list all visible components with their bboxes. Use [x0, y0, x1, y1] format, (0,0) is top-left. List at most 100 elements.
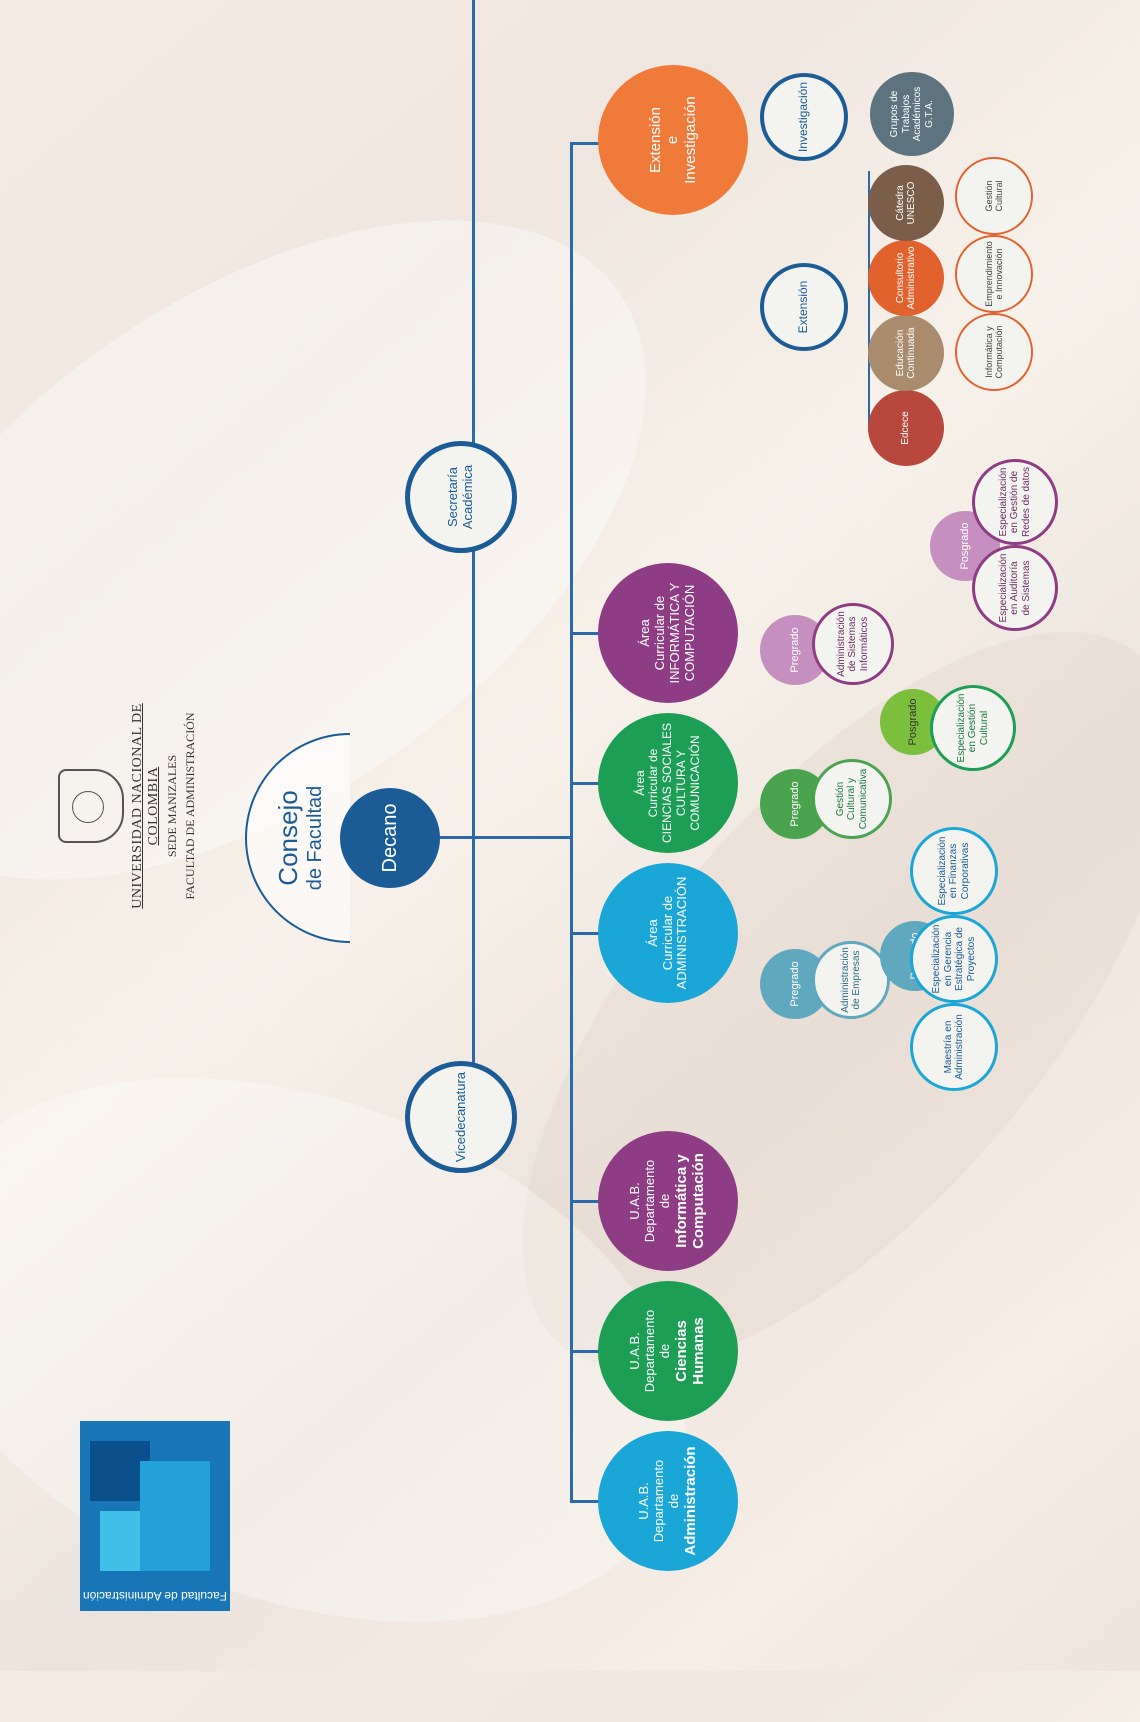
- program-label: Administración: [840, 947, 852, 1013]
- line-area3: [570, 632, 600, 635]
- area-label: COMUNICACIÓN: [689, 735, 703, 830]
- posgrado-label: Posgrado: [959, 522, 972, 569]
- area-label: ADMINISTRACIÓN: [675, 877, 690, 990]
- uab-informatica: U.A.B. Departamento de Informática y Com…: [598, 1131, 738, 1271]
- line-main-bus: [570, 143, 573, 1503]
- area-label: Área: [638, 619, 653, 646]
- ic-esp-redes: Especialización en Gestión de Redes de d…: [972, 459, 1058, 545]
- ext-sub-label: Computación: [994, 325, 1004, 378]
- secretaria-line1: Secretaría: [446, 467, 461, 527]
- extension-investigacion-node: Extensión e Investigación: [598, 65, 748, 215]
- program-label: en Gerencia: [943, 932, 955, 986]
- ext-unit-label: Consultorio: [895, 253, 907, 304]
- pregrado-label: Pregrado: [789, 627, 802, 672]
- ext-sub-informatica: Informática y Computación: [955, 313, 1033, 391]
- investigacion-label: Investigación: [797, 82, 811, 152]
- ext-inv-label: e: [664, 136, 681, 144]
- area-informatica: Área Curricular de INFORMÁTICA Y COMPUTA…: [598, 563, 738, 703]
- ext-unit-label: Continuada: [906, 327, 918, 378]
- vicedecanatura-node: Vicedecanatura: [405, 1061, 517, 1173]
- line-staff: [472, 0, 475, 1111]
- consejo-de-facultad: Consejo de Facultad: [245, 733, 350, 943]
- ext-unit-label: UNESCO: [906, 182, 918, 225]
- pregrado-label: Pregrado: [789, 961, 802, 1006]
- uab-label: Ciencias: [673, 1320, 690, 1382]
- ext-unit-catedra: Cátedra UNESCO: [868, 165, 944, 241]
- consejo-line1: Consejo: [273, 735, 304, 941]
- ext-sub-emprendimiento: Emprendimiento e Innovación: [955, 235, 1033, 313]
- program-label: de Sistemas: [847, 616, 859, 671]
- ext-sub-label: e Innovación: [994, 248, 1004, 299]
- program-label: Especialización: [956, 694, 968, 763]
- program-label: Cultural: [979, 711, 991, 745]
- admin-pregrado-program: Administración de Empresas: [812, 941, 890, 1019]
- uab-label: U.A.B.: [628, 1182, 643, 1220]
- program-label: Especialización: [998, 554, 1010, 623]
- line-uab1: [570, 1500, 600, 1503]
- uab-label: Administración: [682, 1446, 699, 1555]
- uab-label: Departamento: [643, 1160, 658, 1242]
- program-label: en Auditoría: [1009, 561, 1021, 614]
- ic-pregrado-program: Administración de Sistemas Informáticos: [812, 603, 894, 685]
- uab-label: Departamento: [643, 1310, 658, 1392]
- program-label: Estratégica de: [954, 927, 966, 991]
- faculty-logo: Facultad de Administración: [80, 1421, 230, 1611]
- area-label: INFORMÁTICA Y: [668, 583, 683, 684]
- ext-inv-label: Extensión: [647, 107, 664, 173]
- ext-unit-label: Administrativo: [906, 247, 918, 310]
- program-label: Administración: [836, 611, 848, 677]
- extension-node: Extensión: [760, 263, 848, 351]
- gta-label: G.T.A.: [924, 100, 936, 128]
- area-label: CIENCIAS SOCIALES: [661, 723, 675, 843]
- ext-unit-educacion: Educación Continuada: [868, 315, 944, 391]
- area-label: COMPUTACIÓN: [683, 585, 698, 682]
- ext-unit-edcece: Edcece: [868, 390, 944, 466]
- program-label: Especialización: [931, 925, 943, 994]
- consejo-line2: de Facultad: [304, 735, 327, 941]
- university-sede: SEDE MANIZALES: [165, 681, 180, 931]
- program-label: Administración: [954, 1014, 966, 1080]
- decano-label: Decano: [379, 804, 402, 873]
- program-label: Comunicativa: [858, 769, 870, 830]
- uab-label: Computación: [690, 1153, 707, 1249]
- program-label: Maestría en: [943, 1021, 955, 1074]
- ext-sub-label: Emprendimiento: [984, 241, 994, 307]
- university-header: UNIVERSIDAD NACIONAL DE COLOMBIA SEDE MA…: [58, 681, 198, 931]
- gta-node: Grupos de Trabajos Académicos G.T.A.: [870, 72, 954, 156]
- area-administracion: Área Curricular de ADMINISTRACIÓN: [598, 863, 738, 1003]
- uab-label: Departamento: [652, 1460, 667, 1542]
- program-label: Especialización: [998, 468, 1010, 537]
- uab-ciencias-humanas: U.A.B. Departamento de Ciencias Humanas: [598, 1281, 738, 1421]
- program-label: de Empresas: [851, 951, 863, 1010]
- ext-unit-label: Educación: [895, 330, 907, 377]
- area-label: Curricular de: [653, 596, 668, 670]
- uab-label: de: [667, 1494, 682, 1508]
- university-name: UNIVERSIDAD NACIONAL DE COLOMBIA: [130, 681, 162, 931]
- line-uab2: [570, 1350, 600, 1353]
- secretaria-line2: Académica: [461, 465, 476, 529]
- org-chart: UNIVERSIDAD NACIONAL DE COLOMBIA SEDE MA…: [0, 0, 1140, 1671]
- ext-unit-label: Edcece: [900, 411, 912, 444]
- ext-sub-label: Informática y: [984, 326, 994, 378]
- program-label: Corporativas: [960, 843, 972, 900]
- area-label: Curricular de: [647, 749, 661, 818]
- secretaria-node: Secretaría Académica: [405, 441, 517, 553]
- gta-label: Trabajos: [901, 95, 913, 134]
- area-label: Curricular de: [661, 896, 676, 970]
- pregrado-label: Pregrado: [789, 781, 802, 826]
- uab-administracion: U.A.B. Departamento de Administración: [598, 1431, 738, 1571]
- line-area2: [570, 782, 600, 785]
- program-label: en Gestión de: [1009, 471, 1021, 533]
- program-label: Informáticos: [859, 617, 871, 671]
- ext-inv-label: Investigación: [682, 96, 699, 184]
- area-label: CULTURA Y: [675, 750, 689, 816]
- area-label: Área: [646, 919, 661, 946]
- extension-label: Extensión: [797, 281, 811, 334]
- ext-sub-label: Cultural: [994, 181, 1004, 212]
- program-label: en Gestión: [967, 704, 979, 752]
- uab-label: de: [658, 1344, 673, 1358]
- cs-pregrado-program: Gestión Cultural y Comunicativa: [812, 759, 892, 839]
- line-uab3: [570, 1200, 600, 1203]
- program-label: en Finanzas: [948, 844, 960, 898]
- line-area1: [570, 932, 600, 935]
